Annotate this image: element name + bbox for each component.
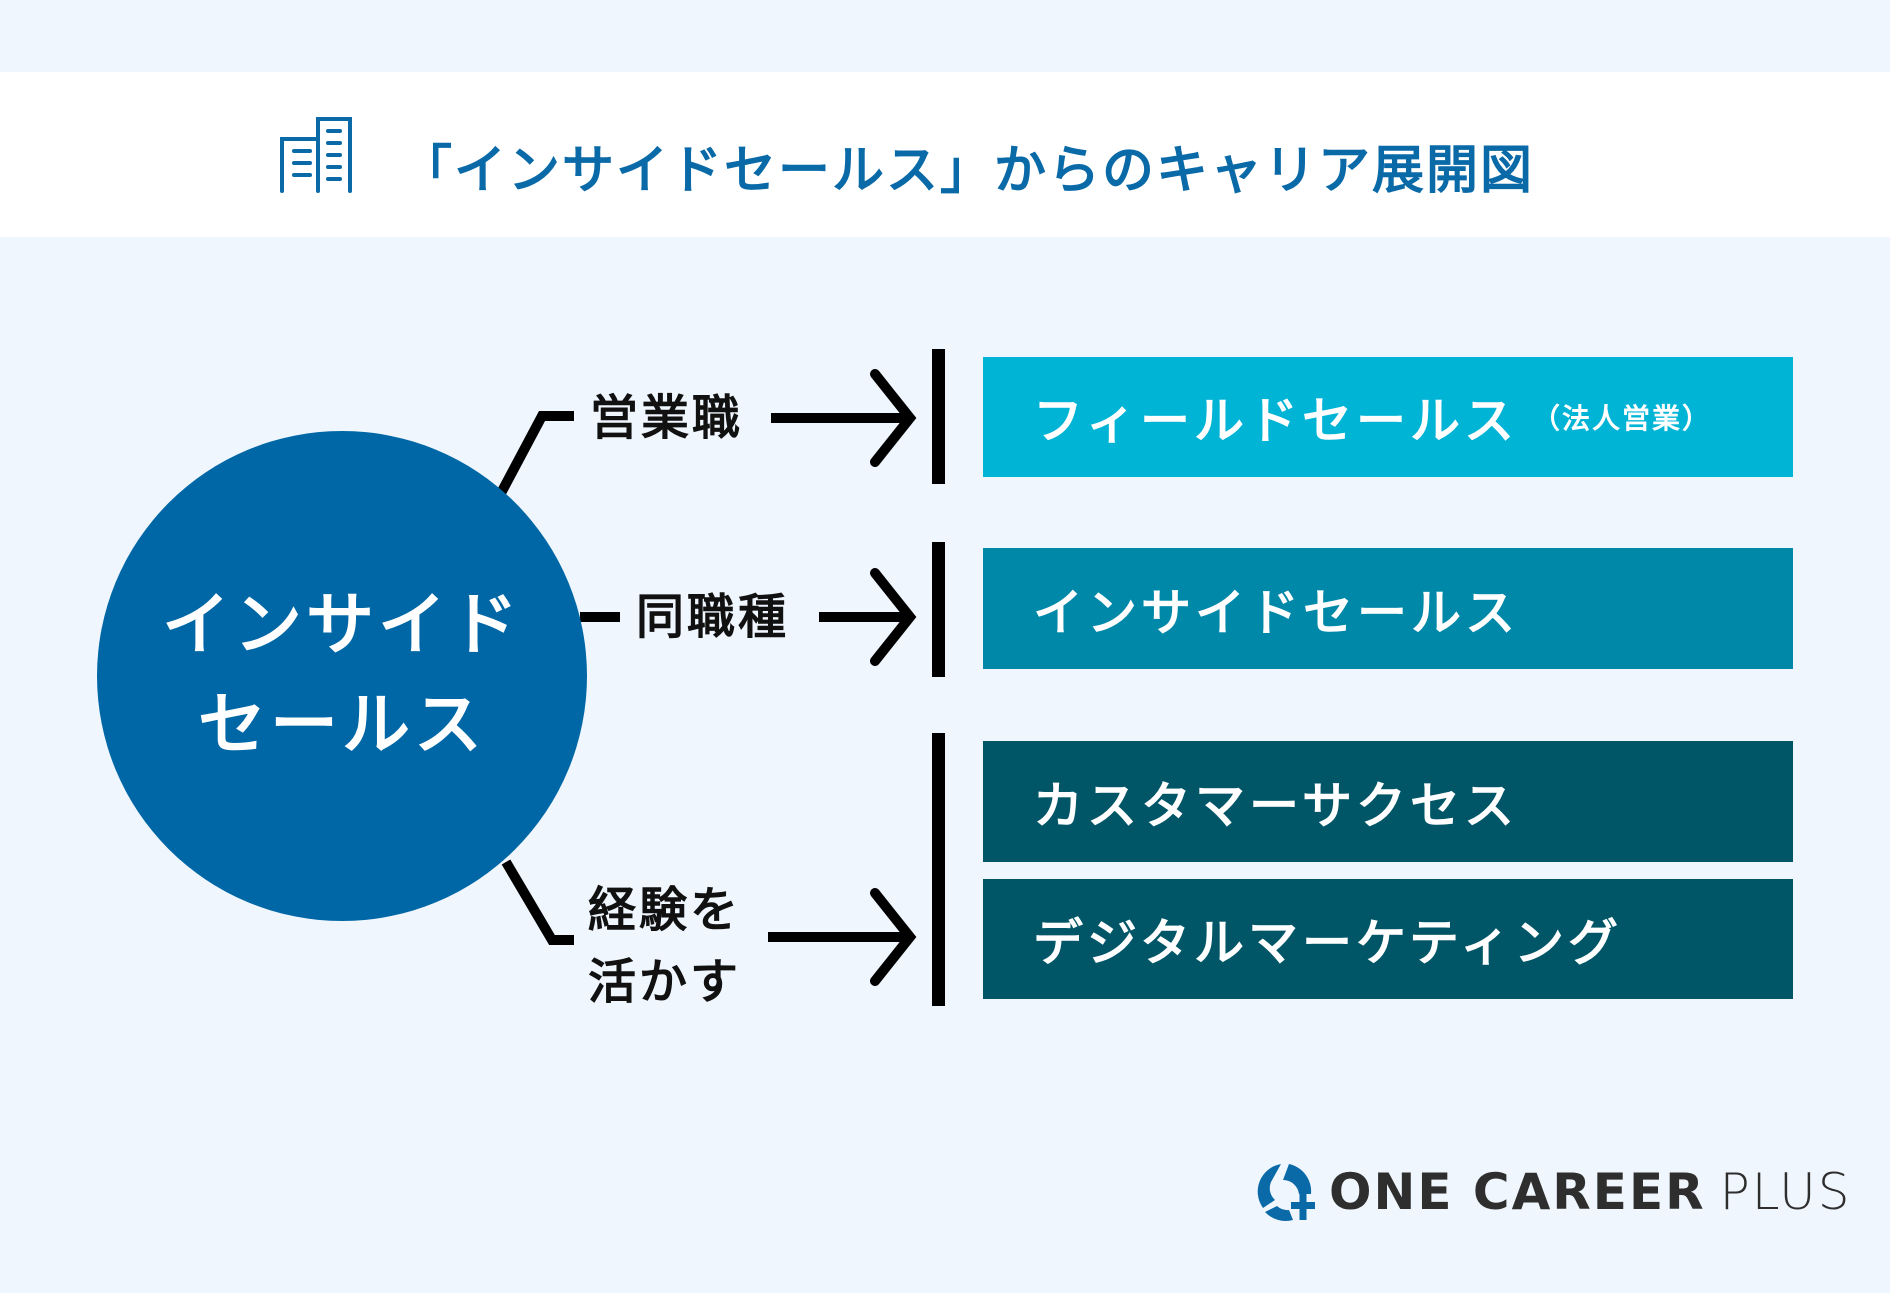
box-note: （法人営業） xyxy=(1532,402,1713,435)
logo-suffix: PLUS xyxy=(1719,1163,1852,1221)
center-line-2: セールス xyxy=(197,686,486,765)
center-line-1: インサイド xyxy=(161,586,522,665)
box-digital-marketing: デジタルマーケティング xyxy=(983,879,1793,999)
box-customer-success: カスタマーサクセス xyxy=(983,741,1793,862)
page-title: 「インサイドセールス」からのキャリア展開図 xyxy=(400,141,1535,201)
connector-experience xyxy=(501,859,574,945)
bracket-bar-1 xyxy=(932,349,945,484)
arrowhead-same xyxy=(870,568,917,666)
box-label: カスタマーサクセス xyxy=(1033,776,1518,835)
label-experience-line-2: 活かす xyxy=(588,954,742,1010)
bracket-bar-2 xyxy=(932,542,945,677)
label-same-job: 同職種 xyxy=(636,589,790,645)
logo-brand: ONE CAREER xyxy=(1329,1163,1706,1221)
label-experience: 経験を 活かす xyxy=(588,874,741,1018)
arrowhead-sales xyxy=(870,369,917,467)
box-inside-sales: インサイドセールス xyxy=(983,548,1793,669)
box-label: インサイドセールス xyxy=(1033,583,1519,642)
building-icon xyxy=(280,117,352,193)
logo-mark-icon xyxy=(1257,1164,1315,1222)
label-experience-line-1: 経験を xyxy=(588,882,742,938)
box-field-sales: フィールドセールス （法人営業） xyxy=(983,357,1793,477)
bracket-bar-3 xyxy=(932,733,945,1006)
center-node-inside-sales: インサイド セールス xyxy=(97,431,587,921)
header-band xyxy=(0,72,1890,237)
box-label: デジタルマーケティング xyxy=(1033,914,1622,972)
arrowhead-experience xyxy=(870,888,917,986)
box-label: フィールドセールス xyxy=(1033,392,1518,450)
connector-sales xyxy=(495,411,574,498)
label-sales: 営業職 xyxy=(590,390,744,446)
